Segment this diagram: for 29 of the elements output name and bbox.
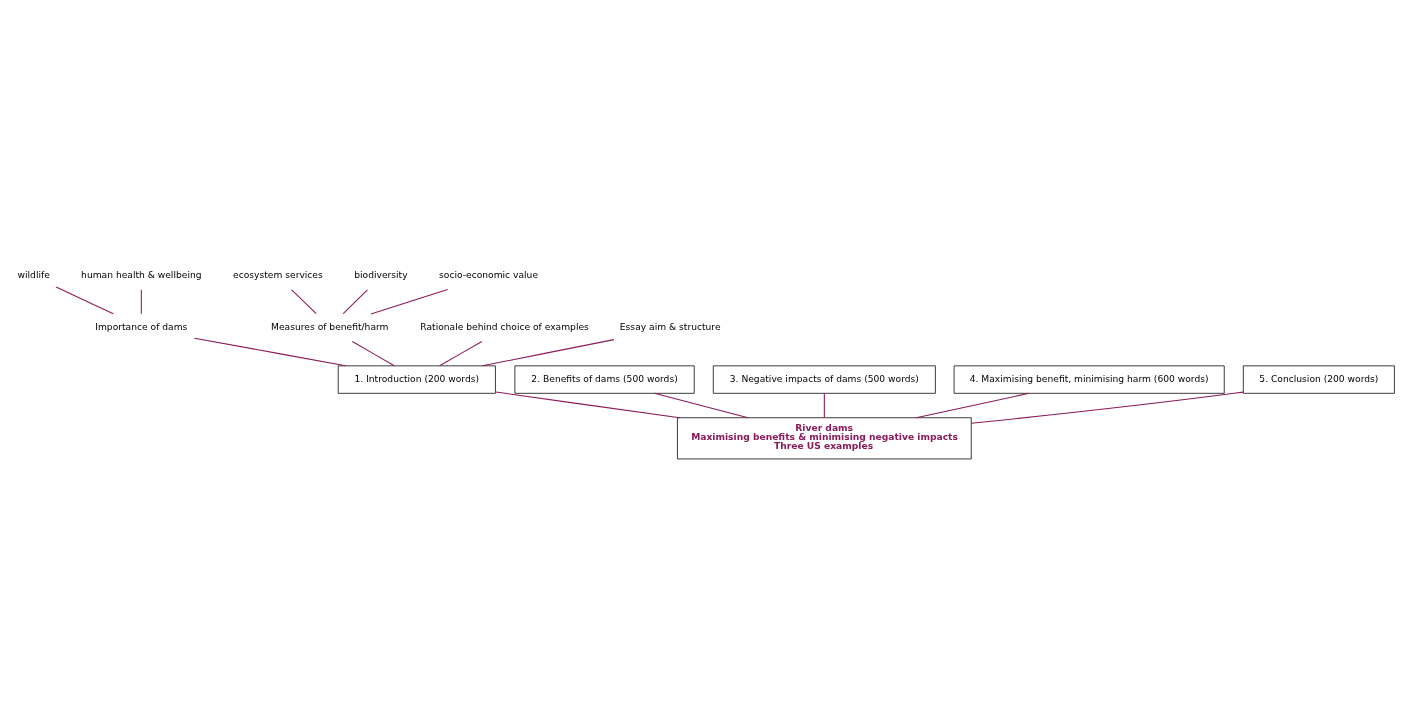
connector xyxy=(291,289,317,315)
connector xyxy=(653,392,749,419)
connector xyxy=(915,392,1030,419)
node-text: biodiversity xyxy=(354,270,408,281)
connector xyxy=(370,289,449,315)
node-text: Importance of dams xyxy=(95,322,188,333)
connector xyxy=(55,286,114,315)
node-text: socio-economic value xyxy=(439,270,539,281)
node-text: ecosystem services xyxy=(233,270,323,281)
node-text: Essay aim & structure xyxy=(619,322,721,333)
connector xyxy=(494,391,681,419)
node-box: 4. Maximising benefit, minimising harm (600 words) xyxy=(953,365,1225,394)
node-box: 2. Benefits of dams (500 words) xyxy=(514,365,695,394)
connector xyxy=(970,391,1244,424)
connector xyxy=(351,340,395,367)
node-box: 3. Negative impacts of dams (500 words) xyxy=(712,365,936,394)
node-text: wildlife xyxy=(17,270,50,281)
connector xyxy=(481,339,615,367)
connector xyxy=(342,289,368,315)
node-text: Rationale behind choice of examples xyxy=(420,322,589,333)
connector xyxy=(193,337,347,367)
connector xyxy=(140,289,142,315)
node-box: River dams Maximising benefits & minimising negative impacts Three US examples xyxy=(677,417,972,460)
connector xyxy=(823,392,825,419)
node-text: Measures of benefit/harm xyxy=(271,322,389,333)
node-box: 1. Introduction (200 words) xyxy=(337,365,496,394)
connector xyxy=(439,340,483,367)
node-box: 5. Conclusion (200 words) xyxy=(1242,365,1395,394)
node-text: human health & wellbeing xyxy=(81,270,202,281)
